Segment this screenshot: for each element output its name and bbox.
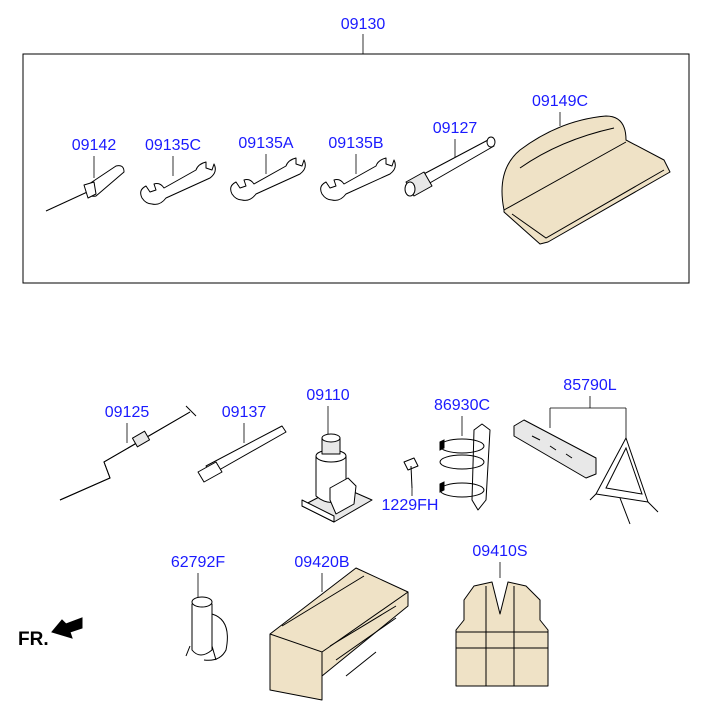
label-09410S[interactable]: 09410S bbox=[472, 543, 527, 560]
front-direction-indicator: FR. bbox=[18, 617, 83, 650]
sealant-bottle-part[interactable]: 62792F bbox=[171, 554, 228, 661]
wrench-09135a-part[interactable]: 09135A bbox=[230, 135, 306, 201]
label-62792F[interactable]: 62792F bbox=[171, 554, 225, 571]
bolt-part[interactable]: 1229FH bbox=[382, 457, 439, 514]
label-86930C[interactable]: 86930C bbox=[434, 397, 490, 414]
wrench-09135b-part[interactable]: 09135B bbox=[320, 135, 396, 201]
label-09135C[interactable]: 09135C bbox=[145, 137, 201, 154]
screwdriver-part[interactable]: 09142 bbox=[45, 137, 125, 212]
label-85790L[interactable]: 85790L bbox=[563, 377, 616, 394]
storage-box-part[interactable]: 09420B bbox=[269, 554, 409, 701]
wrench-09135c-part[interactable]: 09135C bbox=[140, 137, 216, 205]
tool-tray-part[interactable]: 09149C bbox=[501, 93, 671, 245]
tool-kit-group: 09130 bbox=[22, 16, 690, 284]
label-09110[interactable]: 09110 bbox=[306, 387, 349, 404]
label-09130[interactable]: 09130 bbox=[341, 16, 386, 33]
tool-kit-box bbox=[22, 53, 690, 284]
label-09142[interactable]: 09142 bbox=[72, 137, 117, 154]
label-09420B[interactable]: 09420B bbox=[294, 554, 349, 571]
bracket-part[interactable]: 86930C bbox=[434, 397, 491, 511]
front-label: FR. bbox=[18, 629, 49, 650]
warning-triangle-part[interactable]: 85790L bbox=[513, 377, 659, 525]
label-09149C[interactable]: 09149C bbox=[532, 93, 588, 110]
label-1229FH[interactable]: 1229FH bbox=[382, 497, 439, 514]
bottle-jack-part[interactable]: 09110 bbox=[301, 387, 373, 523]
label-09135A[interactable]: 09135A bbox=[238, 135, 293, 152]
front-arrow-icon bbox=[51, 617, 83, 639]
label-09135B[interactable]: 09135B bbox=[328, 135, 383, 152]
jack-handle-part[interactable]: 09125 bbox=[59, 404, 197, 501]
socket-bar-part[interactable]: 09127 bbox=[404, 120, 496, 197]
label-09125[interactable]: 09125 bbox=[105, 404, 150, 421]
safety-vest-part[interactable]: 09410S bbox=[455, 543, 549, 687]
extension-bar-part[interactable]: 09137 bbox=[197, 404, 287, 483]
label-09127[interactable]: 09127 bbox=[433, 120, 478, 137]
label-09137[interactable]: 09137 bbox=[222, 404, 267, 421]
